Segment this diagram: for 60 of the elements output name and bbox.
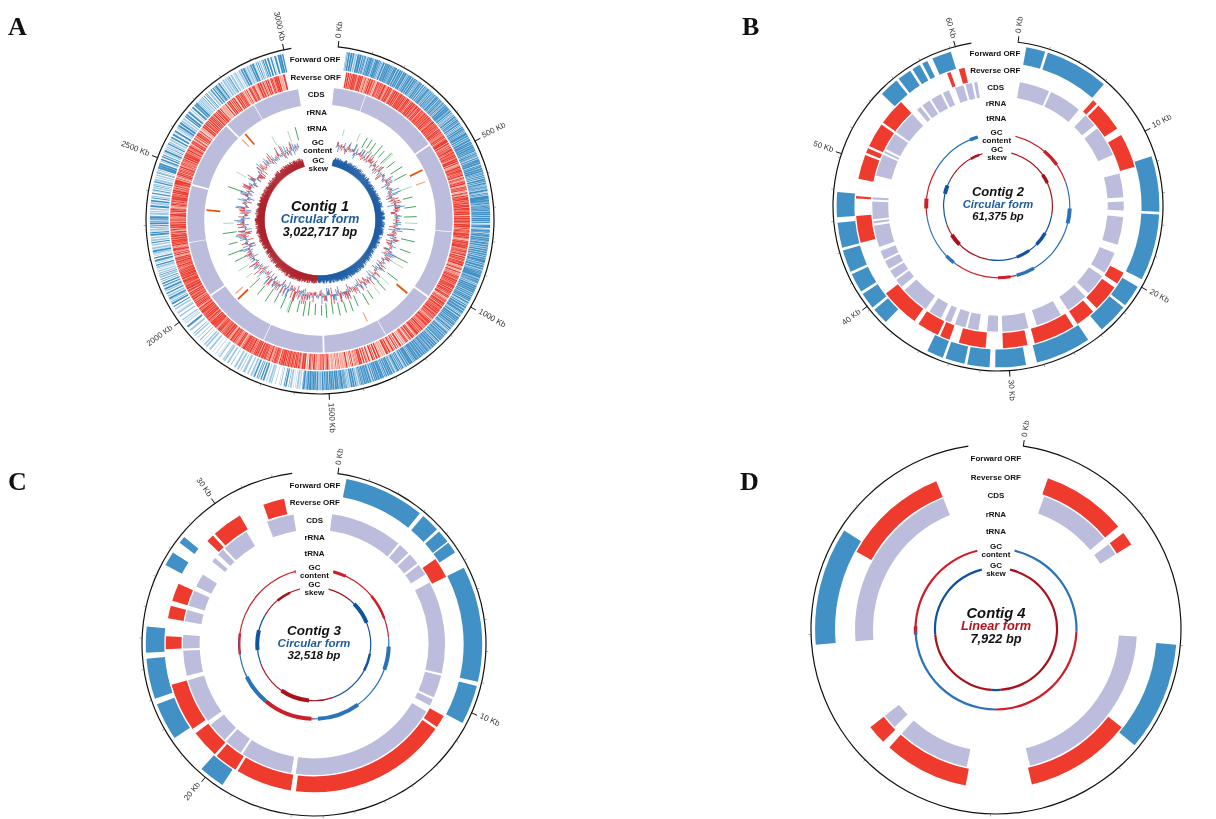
panel-letter: D <box>740 468 759 497</box>
scale-label: 0 Kb <box>334 21 346 39</box>
track-label: GC content <box>303 138 333 155</box>
scale-label: 1500 Kb <box>325 402 336 433</box>
scale-label: 20 Kb <box>183 781 203 804</box>
track-label: rRNA <box>306 108 327 117</box>
scale-label: 1000 Kb <box>476 307 507 331</box>
track-label: Reverse ORF <box>970 66 1021 76</box>
scale-label: 3000 Kb <box>271 10 287 42</box>
panel-letter: B <box>742 13 760 42</box>
track-label: GC skew <box>308 156 329 173</box>
track-label: Reverse ORF <box>970 473 1021 483</box>
scale-label: 0 Kb <box>1020 420 1032 438</box>
track-label: Forward ORF <box>969 49 1021 59</box>
track-label: GC content <box>982 128 1012 145</box>
scale-label: 20 Kb <box>1147 287 1170 306</box>
track-label: GC content <box>300 563 329 580</box>
track-label: CDS <box>306 516 324 525</box>
sequence-length: 32,518 bp <box>287 648 341 662</box>
scale-label: 40 Kb <box>840 308 863 329</box>
track-label: GC content <box>981 543 1011 560</box>
track-label: GC skew <box>987 145 1007 162</box>
topology-label: Circular form <box>280 213 360 227</box>
panel-letter: C <box>8 468 27 497</box>
track-label: CDS <box>307 90 325 100</box>
topology-label: Circular form <box>962 197 1034 211</box>
contig-name: Contig 2 <box>971 185 1025 200</box>
track-label: Reverse ORF <box>290 73 341 83</box>
track-label: rRNA <box>304 533 325 543</box>
scale-label: 30 Kb <box>1005 379 1016 401</box>
track-label: CDS <box>987 491 1005 501</box>
track-label: Forward ORF <box>289 481 341 491</box>
track-label: tRNA <box>304 549 325 559</box>
track-label: tRNA <box>985 527 1006 537</box>
contig-name: Contig 4 <box>966 604 1026 621</box>
scale-label: 60 Kb <box>943 16 958 40</box>
scale-label: 500 Kb <box>481 121 508 141</box>
track-label: Reverse ORF <box>289 498 340 508</box>
track-label: Forward ORF <box>970 454 1022 464</box>
track-label: Forward ORF <box>289 55 341 65</box>
track-label: GC skew <box>304 581 325 598</box>
contig-name: Contig 1 <box>291 199 349 215</box>
scale-label: 10 Kb <box>478 712 501 729</box>
track-label: tRNA <box>307 124 328 134</box>
track-label: CDS <box>987 83 1005 92</box>
scale-label: 0 Kb <box>334 447 346 466</box>
sequence-length: 3,022,717 bp <box>282 226 358 240</box>
panel-letter: A <box>8 13 27 42</box>
scale-label: 30 Kb <box>194 476 214 499</box>
scale-label: 0 Kb <box>1014 16 1026 34</box>
sequence-length: 61,375 bp <box>972 209 1024 222</box>
scale-label: 50 Kb <box>811 139 835 155</box>
track-label: GC skew <box>986 562 1006 579</box>
sequence-length: 7,922 bp <box>970 632 1022 647</box>
scale-label: 10 Kb <box>1151 113 1174 131</box>
contig-name: Contig 3 <box>287 623 341 638</box>
track-label: tRNA <box>986 115 1007 124</box>
track-label: rRNA <box>985 99 1007 109</box>
scale-label: 2500 Kb <box>119 139 151 159</box>
track-label: rRNA <box>985 510 1007 520</box>
